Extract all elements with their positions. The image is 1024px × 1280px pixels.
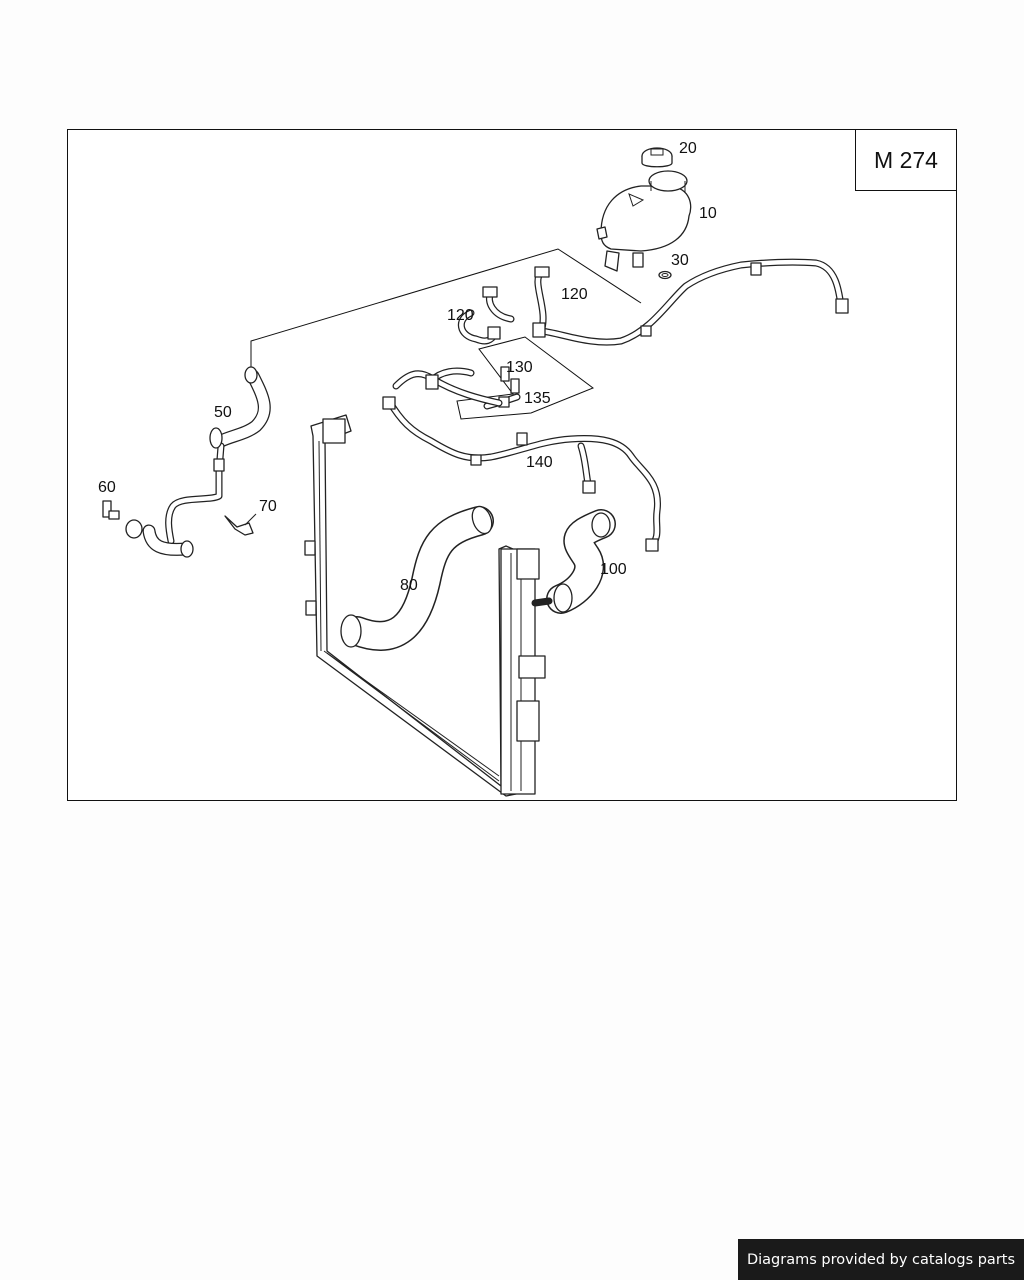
seal-ring (658, 270, 672, 280)
expansion-tank (596, 170, 692, 272)
callout-70: 70 (259, 498, 277, 515)
callout-10: 10 (699, 205, 717, 222)
hose-120-right (532, 258, 849, 346)
hose-80 (340, 505, 494, 651)
hose-50 (125, 366, 271, 558)
fitting-130 (500, 366, 520, 394)
callout-130: 130 (506, 359, 533, 376)
callout-120-left: 120 (447, 307, 474, 324)
callout-100: 100 (600, 561, 627, 578)
leader-group-50 (250, 248, 642, 369)
callout-80: 80 (400, 577, 418, 594)
hose-140 (382, 367, 661, 552)
callout-60: 60 (98, 479, 116, 496)
parts-illustration: 20 10 30 120 120 130 135 140 50 60 70 80… (98, 140, 849, 797)
leader-group-130-135 (456, 336, 595, 420)
callout-135: 135 (524, 390, 551, 407)
sensor-60 (102, 500, 120, 520)
credit-banner: Diagrams provided by catalogs parts (738, 1239, 1024, 1280)
clip-70 (224, 513, 257, 536)
callout-30: 30 (671, 252, 689, 269)
callout-20: 20 (679, 140, 697, 157)
hose-120-left (458, 286, 515, 345)
hose-100 (531, 509, 616, 614)
parts-diagram-frame: 20 10 30 120 120 130 135 140 50 60 70 80… (67, 129, 957, 801)
callout-120-right: 120 (561, 286, 588, 303)
callout-140: 140 (526, 454, 553, 471)
engine-code-label: M 274 (855, 129, 957, 191)
cap (641, 147, 673, 168)
callout-50: 50 (214, 404, 232, 421)
radiator (304, 414, 546, 797)
